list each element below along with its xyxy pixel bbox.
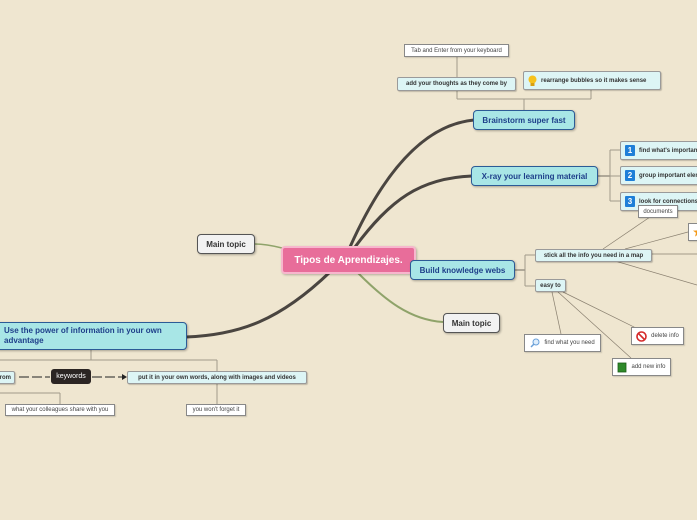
number-2-icon: 2 [625,170,635,181]
subtopic-from-label: from [0,374,11,381]
central-topic[interactable]: Tipos de Aprendizajes. [281,246,416,274]
topic-power-of-information[interactable]: Use the power of information in your own… [0,322,187,350]
subtopic-wont-forget-label: you won't forget it [192,407,240,413]
subtopic-xray-1-label: find what's important [639,147,697,154]
lightbulb-icon [528,75,537,86]
central-topic-label: Tipos de Aprendizajes. [294,254,403,266]
subtopic-documents[interactable]: documents [638,205,678,218]
subtopic-star[interactable] [688,223,697,241]
subtopic-easy-to-label: easy to [540,282,561,289]
topic-brainstorm-label: Brainstorm super fast [482,115,566,125]
subtopic-xray-2[interactable]: 2 group important elements [620,166,697,185]
subtopic-stick-info[interactable]: stick all the info you need in a map [535,249,652,262]
magnifier-icon [530,338,540,348]
topic-main-left[interactable]: Main topic [197,234,255,254]
no-entry-icon [636,330,647,342]
topic-xray-label: X-ray your learning material [481,171,588,181]
topic-knowledge-webs[interactable]: Build knowledge webs [410,260,515,280]
subtopic-rearrange[interactable]: rearrange bubbles so it makes sense [523,71,661,90]
number-3-icon: 3 [625,196,635,207]
subtopic-delete-label: delete info [651,333,679,339]
subtopic-add-thoughts-label: add your thoughts as they come by [405,81,507,87]
book-icon [618,362,627,372]
subtopic-tab-enter-label: Tab and Enter from your keyboard [411,47,502,54]
star-icon [693,229,697,237]
subtopic-xray-3-label: look for connections [639,198,697,205]
subtopic-wont-forget[interactable]: you won't forget it [186,404,246,416]
subtopic-own-words-label: put it in your own words, along with ima… [138,374,296,381]
subtopic-rearrange-label: rearrange bubbles so it makes sense [541,77,647,84]
subtopic-add-label: add new info [631,364,666,370]
subtopic-own-words[interactable]: put it in your own words, along with ima… [127,371,307,384]
topic-xray[interactable]: X-ray your learning material [471,166,598,186]
subtopic-keywords[interactable]: keywords [51,369,91,384]
subtopic-keywords-label: keywords [56,373,86,380]
subtopic-xray-2-label: group important elements [639,172,697,179]
topic-main-bottom[interactable]: Main topic [443,313,500,333]
subtopic-delete-info[interactable]: delete info [631,327,684,345]
subtopic-xray-1[interactable]: 1 find what's important [620,141,697,160]
subtopic-stick-info-label: stick all the info you need in a map [543,252,644,259]
subtopic-documents-label: documents [643,208,673,215]
subtopic-colleagues-label: what your colleagues share with you [11,407,109,413]
subtopic-find-what-you-need[interactable]: find what you need [524,334,601,352]
subtopic-add-new-info[interactable]: add new info [612,358,671,376]
subtopic-from[interactable]: from [0,371,15,384]
subtopic-add-thoughts[interactable]: add your thoughts as they come by [397,77,516,91]
topic-power-label: Use the power of information in your own… [4,326,162,345]
topic-main-left-label: Main topic [206,239,246,249]
topic-main-bottom-label: Main topic [451,318,492,328]
subtopic-colleagues[interactable]: what your colleagues share with you [5,404,115,416]
topic-brainstorm[interactable]: Brainstorm super fast [473,110,575,130]
subtopic-find-label: find what you need [544,340,595,346]
number-1-icon: 1 [625,145,635,156]
subtopic-easy-to[interactable]: easy to [535,279,566,292]
topic-knowledge-webs-label: Build knowledge webs [419,265,506,275]
subtopic-tab-enter[interactable]: Tab and Enter from your keyboard [404,44,509,57]
